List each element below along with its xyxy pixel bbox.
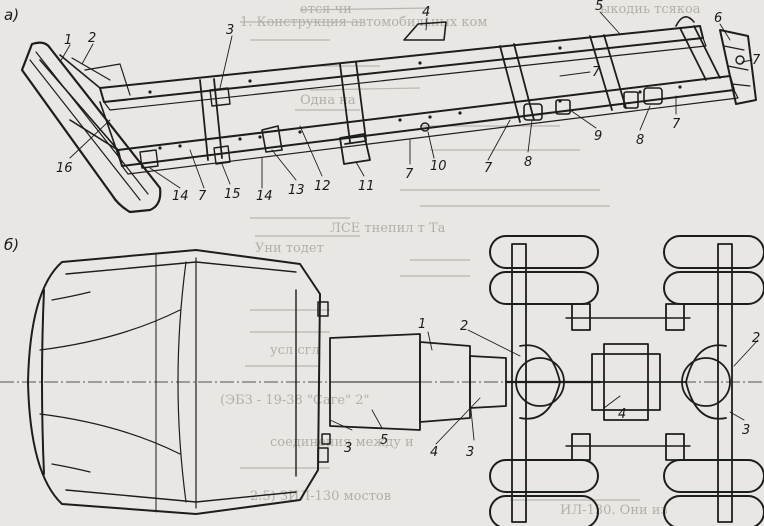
rivet-holes xyxy=(148,46,682,150)
bleed-word: ется чи xyxy=(300,2,352,17)
panel-a-label: а) xyxy=(4,6,19,24)
top-bracket xyxy=(403,21,447,41)
bleed-word: 2.5) ЗИЛ-130 мостов xyxy=(250,489,391,504)
callout-8: 8 xyxy=(524,155,532,170)
callout-4: 4 xyxy=(618,407,626,422)
callout-9: 9 xyxy=(594,129,602,144)
panel-a-callouts xyxy=(59,11,753,189)
callout-3: 3 xyxy=(226,23,234,38)
cross-members xyxy=(199,25,721,161)
front-bumper xyxy=(20,41,162,214)
callout-14: 14 xyxy=(172,189,189,204)
callout-2: 2 xyxy=(460,319,468,334)
callout-4: 4 xyxy=(430,445,438,460)
panel-a-callout-numbers: 1 2 3 4 5 6 7 7 7 8 9 8 7 7 10 11 12 13 … xyxy=(56,0,761,204)
twin-tyres xyxy=(489,235,764,526)
callout-3: 3 xyxy=(344,441,352,456)
cab-mount-pads xyxy=(317,301,331,463)
bleed-word: Уни тодет xyxy=(255,241,324,256)
panel-b-callout-numbers: 1 2 2 3 3 3 4 4 5 xyxy=(344,317,760,460)
cab-outline xyxy=(27,249,321,515)
callout-1: 1 xyxy=(64,33,72,48)
bleed-word: ИЛ-130. Они из xyxy=(560,503,668,518)
bleed-word: соединения между и xyxy=(270,435,414,450)
callout-1: 1 xyxy=(418,317,426,332)
callout-10: 10 xyxy=(430,159,447,174)
callout-13: 13 xyxy=(288,183,305,198)
callout-8: 8 xyxy=(636,133,644,148)
callout-12: 12 xyxy=(314,179,331,194)
rear-plate xyxy=(719,29,757,105)
bleed-through-words: ется чи ыкодиь тсякоа 1. Конструкция авт… xyxy=(220,2,701,518)
panel-a-frame-drawing xyxy=(20,16,757,214)
callout-7: 7 xyxy=(405,167,414,182)
callout-7: 7 xyxy=(592,65,601,80)
front-bumper-edge xyxy=(29,51,149,201)
callout-7: 7 xyxy=(484,161,493,176)
panel-b-callouts xyxy=(329,329,759,445)
callout-6: 6 xyxy=(714,11,722,26)
callout-15: 15 xyxy=(224,187,241,202)
callout-2: 2 xyxy=(752,331,760,346)
callout-3: 3 xyxy=(742,423,750,438)
callout-7: 7 xyxy=(752,53,761,68)
bleed-word: 1. Конструкция автомобильных ком xyxy=(240,15,487,30)
bleed-word: Одна на xyxy=(300,93,356,108)
panel-b-label: б) xyxy=(4,236,19,254)
callout-3: 3 xyxy=(466,445,474,460)
driveline xyxy=(329,333,602,431)
callout-7: 7 xyxy=(198,189,207,204)
callout-5: 5 xyxy=(595,0,603,14)
side-member-near-flange xyxy=(103,37,707,111)
spring-brackets xyxy=(523,87,663,121)
callout-5: 5 xyxy=(380,433,388,448)
bleed-through-texture xyxy=(240,7,640,501)
callout-16: 16 xyxy=(56,161,73,176)
bleed-word: ЛСЕ тнепил т Та xyxy=(330,221,446,236)
bleed-word: (ЭБЗ - 19-38 "Саге" 2" xyxy=(220,393,369,408)
callout-14: 14 xyxy=(256,189,273,204)
side-member-far-flange xyxy=(121,89,739,175)
callout-2: 2 xyxy=(88,31,96,46)
callout-7: 7 xyxy=(672,117,681,132)
bleed-word: усл сгл xyxy=(270,343,320,358)
callout-4: 4 xyxy=(422,5,430,20)
bracket-11 xyxy=(339,133,371,165)
callout-11: 11 xyxy=(358,179,375,194)
bleed-word: ыкодиь тсякоа xyxy=(600,2,701,17)
